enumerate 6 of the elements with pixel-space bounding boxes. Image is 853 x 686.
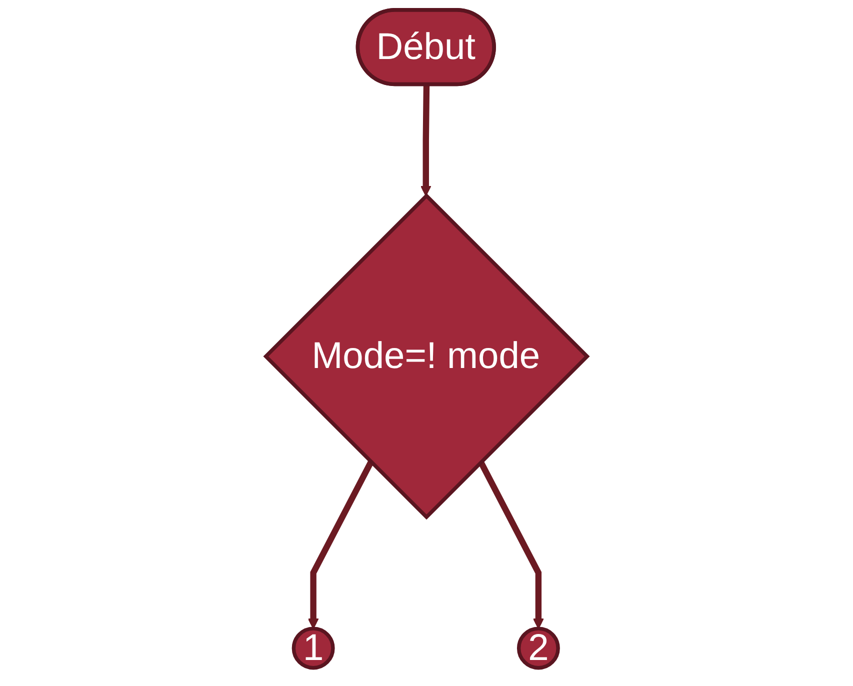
arrow	[420, 84, 432, 196]
arrow	[478, 460, 544, 630]
arrow	[308, 460, 374, 630]
node-circle	[516, 626, 560, 670]
node-circle	[292, 626, 335, 670]
node-diamond	[263, 193, 590, 520]
